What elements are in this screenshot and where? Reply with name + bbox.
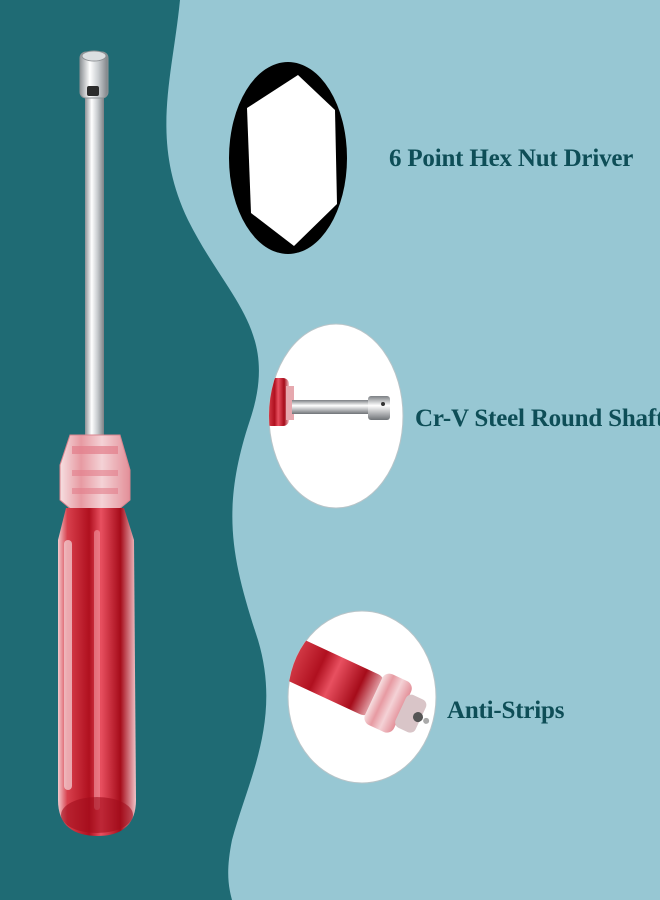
- driver-shaft: [85, 62, 104, 437]
- feature-label-round-shaft: Cr-V Steel Round Shaft: [415, 405, 660, 432]
- handle-closeup-icon: [287, 610, 437, 784]
- feature-label-hex-nut-driver: 6 Point Hex Nut Driver: [389, 145, 634, 172]
- hex-socket-icon: [229, 62, 347, 254]
- nut-driver-tool: [58, 50, 136, 836]
- feature-label-anti-strips: Anti-Strips: [447, 697, 565, 724]
